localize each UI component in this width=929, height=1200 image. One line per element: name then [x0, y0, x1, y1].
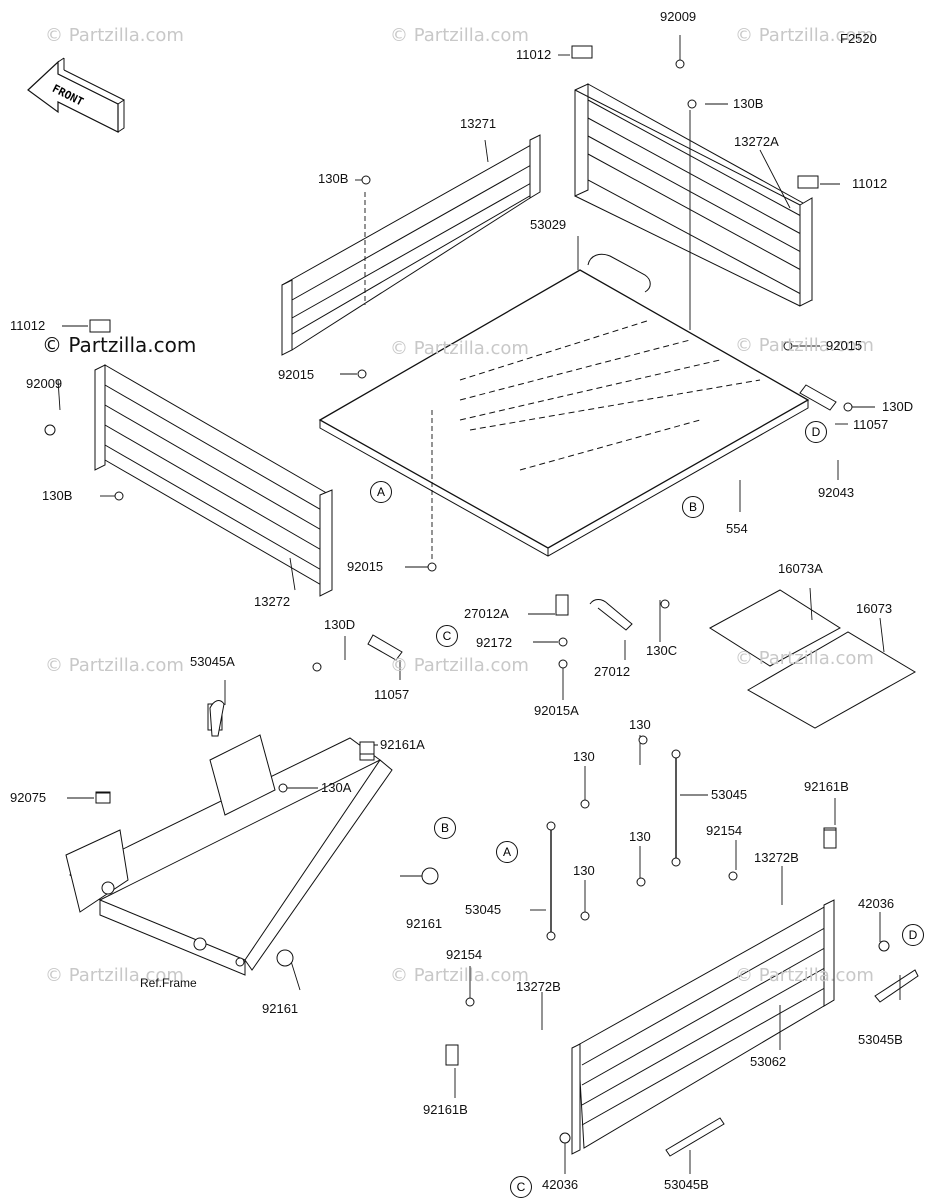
leader-lines	[57, 35, 901, 1174]
part-label: 13272A	[734, 134, 779, 149]
part-label: 92015	[347, 559, 384, 574]
part-label: 27012	[594, 664, 631, 679]
part-label: 42036	[542, 1177, 579, 1192]
part-label: 16073A	[778, 561, 823, 576]
part-label: 130	[573, 863, 595, 878]
watermark: © Partzilla.com	[390, 655, 529, 676]
part-label: 130C	[646, 643, 678, 658]
ref-frame-label: Ref.Frame	[140, 976, 197, 990]
watermark: © Partzilla.com	[390, 965, 529, 986]
part-label: 130	[573, 749, 595, 764]
watermark: © Partzilla.com	[735, 648, 874, 669]
part-label: 53045B	[858, 1032, 903, 1047]
callout-d: D	[902, 924, 924, 946]
part-label: 53029	[530, 217, 567, 232]
callout-c: C	[510, 1176, 532, 1198]
part-label: 92172	[476, 635, 513, 650]
part-label: 130A	[321, 780, 352, 795]
part-label: 11012	[516, 47, 552, 62]
watermark: © Partzilla.com	[390, 25, 529, 46]
part-label: 92154	[706, 823, 743, 838]
part-label: 92161A	[380, 737, 425, 752]
part-label: 130	[629, 829, 651, 844]
part-label: 16073	[856, 601, 893, 616]
front-arrow-icon	[27, 57, 125, 133]
watermark: © Partzilla.com	[45, 965, 184, 986]
part-label: 130	[629, 717, 651, 732]
callout-a: A	[496, 841, 518, 863]
part-label: 92161	[262, 1001, 299, 1016]
callout-b: B	[682, 496, 704, 518]
watermark: © Partzilla.com	[390, 338, 529, 359]
watermark: © Partzilla.com	[45, 655, 184, 676]
part-label: 130B	[733, 96, 764, 111]
part-label: 92009	[660, 9, 697, 24]
watermark: © Partzilla.com	[45, 25, 184, 46]
part-label: 11057	[374, 687, 410, 702]
part-label: 27012A	[464, 606, 509, 621]
part-label: 92009	[26, 376, 63, 391]
callout-c: C	[436, 625, 458, 647]
part-label: 53045B	[664, 1177, 709, 1192]
part-label: 53062	[750, 1054, 787, 1069]
part-label: 130B	[42, 488, 73, 503]
fasteners	[44, 59, 890, 1144]
floor-mats	[709, 589, 916, 729]
watermark-main: © Partzilla.com	[42, 333, 197, 357]
support-cables	[209, 700, 681, 941]
part-label: 13271	[460, 116, 497, 131]
part-label: 53045	[711, 787, 748, 802]
brackets	[367, 384, 837, 661]
part-label: 13272B	[516, 979, 561, 994]
part-label: 42036	[858, 896, 895, 911]
callout-b: B	[434, 817, 456, 839]
part-label: 130D	[882, 399, 914, 414]
watermark: © Partzilla.com	[735, 335, 874, 356]
part-label: 554	[726, 521, 748, 536]
part-label: 130B	[318, 171, 349, 186]
part-label: 53045	[465, 902, 502, 917]
figure-code: F2520	[840, 31, 877, 46]
frame-assembly	[65, 703, 393, 976]
part-label: 53045A	[190, 654, 235, 669]
part-label: 13272	[254, 594, 291, 609]
part-label: 92154	[446, 947, 483, 962]
tailgate	[445, 827, 919, 1157]
side-panel-right-top	[571, 45, 819, 307]
side-panel-left-top	[281, 134, 541, 356]
part-label: 92015	[278, 367, 315, 382]
part-label: 92161B	[423, 1102, 468, 1117]
callout-d: D	[805, 421, 827, 443]
callout-a: A	[370, 481, 392, 503]
part-label: 92161B	[804, 779, 849, 794]
part-label: 92043	[818, 485, 855, 500]
part-label: 92161	[406, 916, 443, 931]
part-label: 92015A	[534, 703, 579, 718]
part-label: 92015	[826, 338, 863, 353]
part-label: 11012	[852, 176, 888, 191]
part-label: 11057	[853, 417, 889, 432]
side-panel-left-bottom	[89, 319, 333, 597]
watermark: © Partzilla.com	[735, 25, 874, 46]
part-label: 130D	[324, 617, 356, 632]
part-label: 11012	[10, 318, 46, 333]
watermark: © Partzilla.com	[735, 965, 874, 986]
part-label: 13272B	[754, 850, 799, 865]
part-label: 92075	[10, 790, 47, 805]
bed-floor	[318, 253, 810, 557]
